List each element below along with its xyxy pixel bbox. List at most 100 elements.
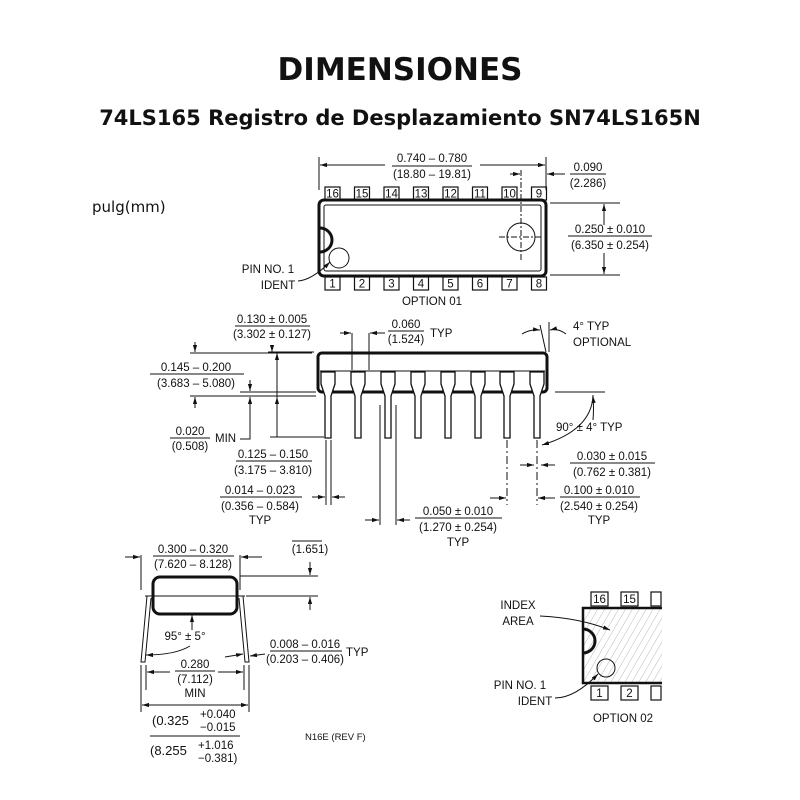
pin-number: 11 bbox=[474, 189, 486, 201]
shoulder-typ: TYP bbox=[430, 328, 453, 340]
lead-8 bbox=[529, 371, 545, 439]
option-02-label: OPTION 02 bbox=[593, 713, 653, 725]
standoff-dim-mm: (0.508) bbox=[172, 441, 209, 453]
pin-4: 4 bbox=[412, 276, 430, 291]
bottom-pin-row: 1 2 3 4 5 6 7 8 bbox=[324, 276, 548, 291]
pin1-label: PIN NO. 1 bbox=[242, 264, 294, 276]
end-view: 0.300 – 0.320 (7.620 – 8.128) (1.651) 95… bbox=[125, 540, 369, 765]
opt2-pin-1: 1 bbox=[590, 685, 609, 701]
outer-width-mm-plus: +1.016 bbox=[198, 740, 234, 752]
standoff-min: MIN bbox=[215, 433, 236, 445]
lead-5 bbox=[440, 371, 456, 439]
pin-number: 15 bbox=[356, 189, 369, 201]
outer-width-dim: (0.325 bbox=[152, 713, 189, 728]
outer-width-minus: −0.015 bbox=[200, 722, 236, 734]
body-height-dim-mm: (3.302 ± 0.127) bbox=[233, 329, 311, 341]
lead-1 bbox=[320, 371, 336, 439]
page-title: DIMENSIONES bbox=[277, 52, 523, 88]
lead-angle-dim: 90° ± 4° TYP bbox=[556, 422, 623, 434]
pin-12: 12 bbox=[442, 186, 459, 201]
pin-number: 8 bbox=[536, 279, 542, 291]
pin-number: 3 bbox=[388, 279, 394, 291]
pin-8: 8 bbox=[530, 276, 548, 291]
pin-number: 13 bbox=[415, 189, 428, 201]
pin-3: 3 bbox=[383, 276, 400, 291]
outer-width-mm-minus: −0.381) bbox=[198, 753, 237, 765]
lead-4 bbox=[410, 371, 426, 439]
page-subtitle: 74LS165 Registro de Desplazamiento SN74L… bbox=[99, 106, 701, 130]
lead-thickness-dim-mm: (0.203 – 0.406) bbox=[266, 654, 344, 666]
shoulder-dim-mm: (1.524) bbox=[388, 334, 425, 346]
pin-number: 7 bbox=[506, 279, 512, 291]
lead-row bbox=[320, 371, 545, 439]
pin-number: 12 bbox=[444, 189, 457, 201]
drawing-code: N16E (REV F) bbox=[305, 732, 366, 743]
draft-optional: OPTIONAL bbox=[573, 337, 632, 349]
pin-number: 10 bbox=[503, 189, 516, 201]
notch-icon bbox=[319, 226, 334, 254]
end-angle-dim: 95° ± 5° bbox=[164, 631, 205, 643]
lead-thickness-dim: 0.008 – 0.016 bbox=[270, 639, 340, 651]
pin1-dot-icon bbox=[596, 658, 616, 678]
end-offset-dim: 0.090 bbox=[574, 162, 603, 174]
opt2-ident-label: IDENT bbox=[518, 696, 553, 708]
lead-thickness-typ: TYP bbox=[346, 647, 369, 659]
opt2-pin-2: 2 bbox=[620, 685, 639, 701]
opt2-pin-16: 16 bbox=[590, 591, 609, 607]
offset-dim: (1.651) bbox=[292, 544, 329, 556]
shoulder-dim: 0.060 bbox=[392, 319, 421, 331]
option-02-view: 16 15 1 2 INDEX AREA PIN NO. 1 IDENT OPT… bbox=[494, 591, 662, 725]
lead-6 bbox=[470, 371, 486, 439]
svg-text:16: 16 bbox=[593, 594, 606, 606]
seat-height-dim: 0.145 – 0.200 bbox=[161, 362, 231, 374]
svg-text:1: 1 bbox=[596, 688, 602, 700]
svg-text:15: 15 bbox=[623, 594, 636, 606]
body-height-dim: 0.130 ± 0.005 bbox=[237, 314, 307, 326]
lead-upper-dim-mm: (1.270 ± 0.254) bbox=[419, 522, 497, 534]
lead-upper-dim: 0.050 ± 0.010 bbox=[423, 506, 493, 518]
lead-length-dim: 0.125 – 0.150 bbox=[238, 449, 308, 461]
pin-15: 15 bbox=[353, 186, 371, 201]
pitch-dim: 0.100 ± 0.010 bbox=[564, 485, 634, 497]
side-view: 0.130 ± 0.005 (3.302 ± 0.127) 0.060 (1.5… bbox=[150, 314, 655, 549]
lead-width-dim-mm: (0.356 – 0.584) bbox=[221, 501, 299, 513]
end-width-dim: 0.300 – 0.320 bbox=[158, 544, 228, 556]
pin-5: 5 bbox=[442, 276, 459, 291]
pin1-dot-icon bbox=[328, 247, 350, 269]
pin-number: 16 bbox=[326, 189, 339, 201]
pitch-dim-mm: (2.540 ± 0.254) bbox=[560, 501, 638, 513]
lead-7 bbox=[499, 371, 515, 439]
pin-2: 2 bbox=[353, 276, 371, 291]
index-area-label-2: AREA bbox=[502, 616, 534, 628]
lead-3 bbox=[380, 371, 396, 439]
lead-2 bbox=[350, 371, 366, 439]
lead-upper-typ: TYP bbox=[447, 537, 470, 549]
length-dim-mm: (18.80 – 19.81) bbox=[393, 169, 471, 181]
pin-1: 1 bbox=[324, 276, 341, 291]
width-dim: 0.250 ± 0.010 bbox=[575, 224, 645, 236]
end-offset-dim-mm: (2.286) bbox=[570, 178, 607, 190]
pin-number: 2 bbox=[359, 279, 365, 291]
pin1-ident-label: IDENT bbox=[261, 280, 296, 292]
lead-thick-dim-mm: (0.762 ± 0.381) bbox=[573, 467, 651, 479]
outer-width-dim-mm: (8.255 bbox=[150, 743, 187, 758]
option-01-label: OPTION 01 bbox=[402, 296, 462, 308]
pin-number: 4 bbox=[418, 279, 425, 291]
pitch-typ: TYP bbox=[588, 515, 611, 527]
length-dim: 0.740 – 0.780 bbox=[397, 153, 467, 165]
package-body bbox=[317, 198, 548, 278]
pin-number: 6 bbox=[477, 279, 483, 291]
pin-9: 9 bbox=[530, 186, 548, 201]
lead-width-dim: 0.014 – 0.023 bbox=[225, 485, 295, 497]
pin-number: 14 bbox=[385, 189, 398, 201]
standoff-dim: 0.020 bbox=[176, 426, 205, 438]
pin-7: 7 bbox=[501, 276, 518, 291]
pin-number: 9 bbox=[536, 189, 542, 201]
pin-number: 5 bbox=[447, 279, 453, 291]
top-pin-row: 16 15 14 13 12 11 10 9 bbox=[324, 186, 548, 201]
lead-width-typ: TYP bbox=[249, 515, 272, 527]
opt2-pin1-label: PIN NO. 1 bbox=[494, 680, 546, 692]
index-area-label: INDEX bbox=[500, 600, 535, 612]
svg-text:2: 2 bbox=[626, 688, 632, 700]
